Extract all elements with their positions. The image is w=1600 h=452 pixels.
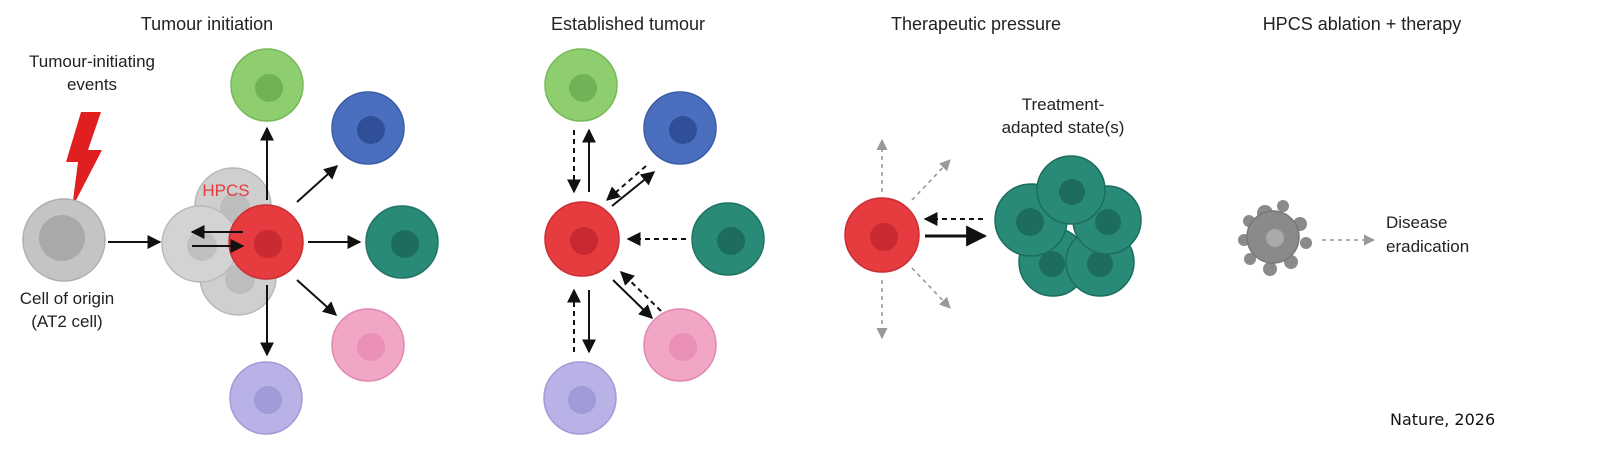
origin-label-line2: (AT2 cell) bbox=[31, 312, 102, 331]
origin-label-line1: Cell of origin bbox=[20, 289, 115, 308]
teal-cell-icon bbox=[691, 202, 765, 276]
ablated-cell-icon bbox=[1238, 200, 1312, 276]
adapted-label-line1: Treatment- bbox=[1022, 95, 1105, 114]
blue-cell-icon bbox=[643, 91, 717, 165]
hpcs-cell-icon bbox=[844, 197, 920, 273]
credit-text: Nature, 2026 bbox=[1390, 410, 1496, 429]
arrow-grey-up-right bbox=[911, 159, 951, 201]
arrow-hpcs-to-pink bbox=[612, 279, 654, 319]
outcome-label-line2: eradication bbox=[1386, 237, 1469, 256]
events-label-line2: events bbox=[67, 75, 117, 94]
hpcs-label: HPCS bbox=[202, 181, 249, 200]
panel-title-ablation: HPCS ablation + therapy bbox=[1263, 14, 1462, 34]
outcome-label-line1: Disease bbox=[1386, 213, 1447, 232]
blue-cell-icon bbox=[331, 91, 405, 165]
arrow-to-blue bbox=[296, 165, 339, 203]
treatment-adapted-cluster-icon bbox=[994, 155, 1142, 297]
adapted-label-line2: adapted state(s) bbox=[1002, 118, 1125, 137]
lavender-cell-icon bbox=[229, 361, 303, 435]
pink-cell-icon bbox=[643, 308, 717, 382]
arrow-to-pink bbox=[296, 279, 338, 316]
events-label-line1: Tumour-initiating bbox=[29, 52, 155, 71]
green-cell-icon bbox=[544, 48, 618, 122]
lavender-cell-icon bbox=[543, 361, 617, 435]
hpcs-cell-icon bbox=[228, 204, 304, 280]
hpcs-cell-icon bbox=[544, 201, 620, 277]
panel-title-established: Established tumour bbox=[551, 14, 705, 34]
arrow-dashed-pink-to-hpcs bbox=[619, 271, 662, 312]
arrow-hpcs-to-blue bbox=[611, 171, 656, 207]
panel-title-therapeutic: Therapeutic pressure bbox=[891, 14, 1061, 34]
teal-cell-icon bbox=[365, 205, 439, 279]
cell-of-origin-icon bbox=[22, 198, 106, 282]
lightning-icon bbox=[66, 112, 102, 208]
green-cell-icon bbox=[230, 48, 304, 122]
panel-title-initiation: Tumour initiation bbox=[141, 14, 273, 34]
pink-cell-icon bbox=[331, 308, 405, 382]
arrow-grey-down-right bbox=[911, 267, 951, 309]
